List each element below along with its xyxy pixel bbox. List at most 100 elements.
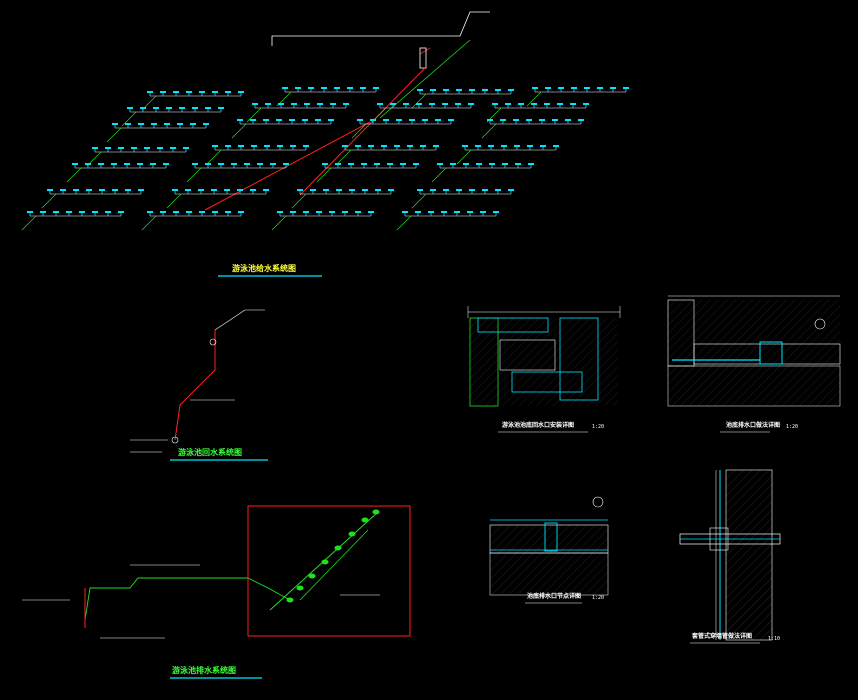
inlet-fixture bbox=[252, 103, 258, 105]
inlet-fixture bbox=[480, 211, 486, 213]
return-system-diagram bbox=[130, 309, 265, 453]
inlet-fixture bbox=[495, 189, 501, 191]
inlet-fixture bbox=[571, 87, 577, 89]
inlet-fixture bbox=[203, 123, 209, 125]
inlet-fixture bbox=[198, 189, 204, 191]
inlet-fixture bbox=[151, 123, 157, 125]
inlet-fixture bbox=[153, 107, 159, 109]
inlet-fixture bbox=[244, 163, 250, 165]
detail-d-scale: 1:10 bbox=[768, 636, 781, 642]
inlet-fixture bbox=[212, 211, 218, 213]
inlet-fixture bbox=[443, 189, 449, 191]
inlet-fixture bbox=[164, 123, 170, 125]
inlet-fixture bbox=[263, 189, 269, 191]
inlet-fixture bbox=[304, 103, 310, 105]
inlet-fixture bbox=[79, 211, 85, 213]
inlet-fixture bbox=[295, 87, 301, 89]
inlet-fixture bbox=[297, 189, 303, 191]
inlet-fixture bbox=[462, 145, 468, 147]
inlet-fixture bbox=[428, 211, 434, 213]
detail-b-scale: 1:20 bbox=[786, 424, 799, 430]
inlet-fixture bbox=[416, 103, 422, 105]
inlet-fixture bbox=[540, 145, 546, 147]
inlet-fixture bbox=[138, 189, 144, 191]
inlet-fixture bbox=[60, 189, 66, 191]
inlet-fixture bbox=[387, 163, 393, 165]
drain-fitting bbox=[296, 585, 304, 591]
inlet-fixture bbox=[557, 103, 563, 105]
inlet-fixture bbox=[357, 119, 363, 121]
inlet-fixture bbox=[334, 87, 340, 89]
inlet-fixture bbox=[238, 145, 244, 147]
inlet-fixture bbox=[456, 89, 462, 91]
inlet-fixture bbox=[328, 119, 334, 121]
inlet-fixture bbox=[489, 163, 495, 165]
inlet-fixture bbox=[303, 211, 309, 213]
inlet-fixture bbox=[303, 145, 309, 147]
inlet-fixture bbox=[131, 147, 137, 149]
inlet-fixture bbox=[545, 87, 551, 89]
inlet-fixture bbox=[316, 211, 322, 213]
inlet-fixture bbox=[409, 119, 415, 121]
inlet-fixture bbox=[583, 103, 589, 105]
inlet-fixture bbox=[355, 145, 361, 147]
inlet-fixture bbox=[375, 189, 381, 191]
header-red-leader bbox=[419, 47, 431, 55]
inlet-fixture bbox=[403, 103, 409, 105]
inlet-fixture bbox=[72, 163, 78, 165]
supply-branch-riser bbox=[431, 167, 447, 183]
detail-d-drawing bbox=[679, 469, 781, 641]
drain-fitting bbox=[361, 517, 369, 523]
inlet-fixture bbox=[137, 163, 143, 165]
inlet-fixture bbox=[302, 119, 308, 121]
supply-branch-riser bbox=[271, 215, 287, 231]
inlet-fixture bbox=[85, 163, 91, 165]
inlet-fixture bbox=[513, 119, 519, 121]
inlet-fixture bbox=[308, 87, 314, 89]
inlet-fixture bbox=[250, 189, 256, 191]
inlet-fixture bbox=[348, 163, 354, 165]
drain-detail-pipe-2 bbox=[299, 529, 369, 601]
inlet-fixture bbox=[173, 211, 179, 213]
inlet-fixture bbox=[99, 189, 105, 191]
inlet-fixture bbox=[488, 145, 494, 147]
inlet-fixture bbox=[290, 211, 296, 213]
inlet-fixture bbox=[336, 189, 342, 191]
inlet-fixture bbox=[597, 87, 603, 89]
inlet-fixture bbox=[27, 211, 33, 213]
inlet-fixture bbox=[118, 147, 124, 149]
inlet-fixture bbox=[508, 189, 514, 191]
inlet-fixture bbox=[47, 189, 53, 191]
inlet-fixture bbox=[186, 211, 192, 213]
inlet-fixture bbox=[469, 189, 475, 191]
drain-fitting bbox=[321, 559, 329, 565]
inlet-fixture bbox=[495, 89, 501, 91]
inlet-fixture bbox=[172, 189, 178, 191]
detail-b-title: 池底排水口做法详图 bbox=[726, 422, 781, 429]
inlet-fixture bbox=[173, 91, 179, 93]
inlet-fixture bbox=[124, 163, 130, 165]
drain-fitting bbox=[308, 573, 316, 579]
inlet-fixture bbox=[291, 103, 297, 105]
inlet-fixture bbox=[166, 107, 172, 109]
inlet-fixture bbox=[501, 145, 507, 147]
inlet-fixture bbox=[370, 119, 376, 121]
supply-branch-riser bbox=[411, 193, 427, 209]
detail-a-scale: 1:20 bbox=[592, 424, 605, 430]
inlet-fixture bbox=[265, 103, 271, 105]
inlet-fixture bbox=[422, 119, 428, 121]
inlet-fixture bbox=[558, 87, 564, 89]
detail-d-title: 套管式穿墙管做法详图 bbox=[692, 633, 753, 640]
inlet-fixture bbox=[205, 107, 211, 109]
return-leader-1 bbox=[214, 309, 246, 331]
inlet-fixture bbox=[199, 211, 205, 213]
inlet-fixture bbox=[448, 119, 454, 121]
inlet-fixture bbox=[383, 119, 389, 121]
inlet-fixture bbox=[368, 145, 374, 147]
inlet-fixture bbox=[112, 189, 118, 191]
main-riser-green bbox=[379, 39, 471, 119]
inlet-fixture bbox=[402, 211, 408, 213]
inlet-fixture bbox=[450, 163, 456, 165]
detail-c-drawing bbox=[489, 496, 609, 596]
inlet-fixture bbox=[310, 189, 316, 191]
